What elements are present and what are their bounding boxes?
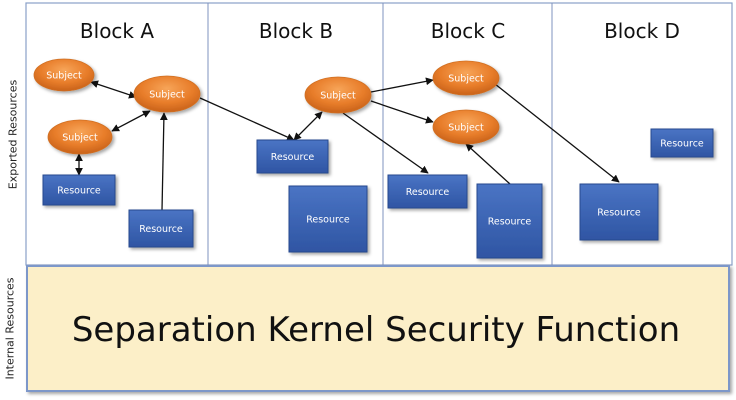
subject-label: Subject: [320, 91, 356, 102]
subject-ellipse: [304, 76, 372, 114]
kernel-layer: Separation Kernel Security Function: [26, 265, 730, 392]
block-title-d: Block D: [604, 19, 680, 43]
resource-node: Resource: [128, 209, 194, 248]
subject-node: Subject: [133, 75, 201, 113]
resource-node: Resource: [387, 174, 468, 209]
kernel-label: Separation Kernel Security Function: [72, 310, 680, 350]
subject-node: Subject: [432, 109, 500, 145]
resource-node: Resource: [256, 139, 329, 174]
resource-box: [42, 174, 116, 206]
kernel-box: [26, 265, 730, 392]
edge-sA1-sA2: [90, 80, 137, 99]
resource-box: [650, 128, 714, 158]
resource-label: Resource: [139, 224, 183, 235]
block-title-a: Block A: [80, 19, 154, 43]
subject-ellipse: [47, 119, 113, 155]
subject-ellipse: [432, 109, 500, 145]
subject-label: Subject: [46, 71, 82, 82]
resource-label: Resource: [271, 152, 315, 163]
edge-sA2-rB1: [199, 97, 295, 141]
resource-node: Resource: [288, 185, 368, 253]
subject-node: Subject: [432, 60, 500, 96]
resource-label: Resource: [406, 187, 450, 198]
edge-sB1-rB1: [293, 111, 323, 141]
subject-ellipse: [432, 60, 500, 96]
subject-label: Subject: [448, 123, 484, 134]
resource-box: [387, 174, 468, 209]
resource-label: Resource: [660, 139, 704, 150]
block-title-b: Block B: [259, 19, 333, 43]
node-layer: SubjectSubjectSubjectSubjectSubjectSubje…: [33, 58, 714, 259]
edge-sA3-sA2: [111, 110, 151, 132]
edge-sB1-sC1: [370, 77, 434, 93]
resource-label: Resource: [306, 215, 350, 226]
edge-sB1-sC2: [370, 100, 434, 124]
resource-node: Resource: [42, 174, 116, 206]
edge-layer: [75, 77, 620, 211]
resource-label: Resource: [597, 208, 641, 219]
resource-node: Resource: [476, 183, 543, 259]
subject-label: Subject: [448, 74, 484, 85]
resource-box: [128, 209, 194, 248]
edge-rA2-sA2: [159, 112, 168, 211]
resource-box: [288, 185, 368, 253]
subject-node: Subject: [304, 76, 372, 114]
subject-label: Subject: [149, 90, 185, 101]
resource-box: [476, 183, 543, 259]
subject-node: Subject: [33, 58, 95, 92]
subject-ellipse: [33, 58, 95, 92]
subject-ellipse: [133, 75, 201, 113]
resource-box: [579, 183, 659, 241]
resource-label: Resource: [488, 217, 532, 228]
edge-rC2-sC2: [465, 143, 511, 185]
resource-box: [256, 139, 329, 174]
resource-node: Resource: [579, 183, 659, 241]
resource-node: Resource: [650, 128, 714, 158]
subject-label: Subject: [62, 133, 98, 144]
resource-label: Resource: [57, 186, 101, 197]
edge-sC1-rD1: [494, 83, 620, 183]
subject-node: Subject: [47, 119, 113, 155]
edge-sB1-rC1: [342, 112, 429, 174]
block-title-c: Block C: [431, 19, 505, 43]
